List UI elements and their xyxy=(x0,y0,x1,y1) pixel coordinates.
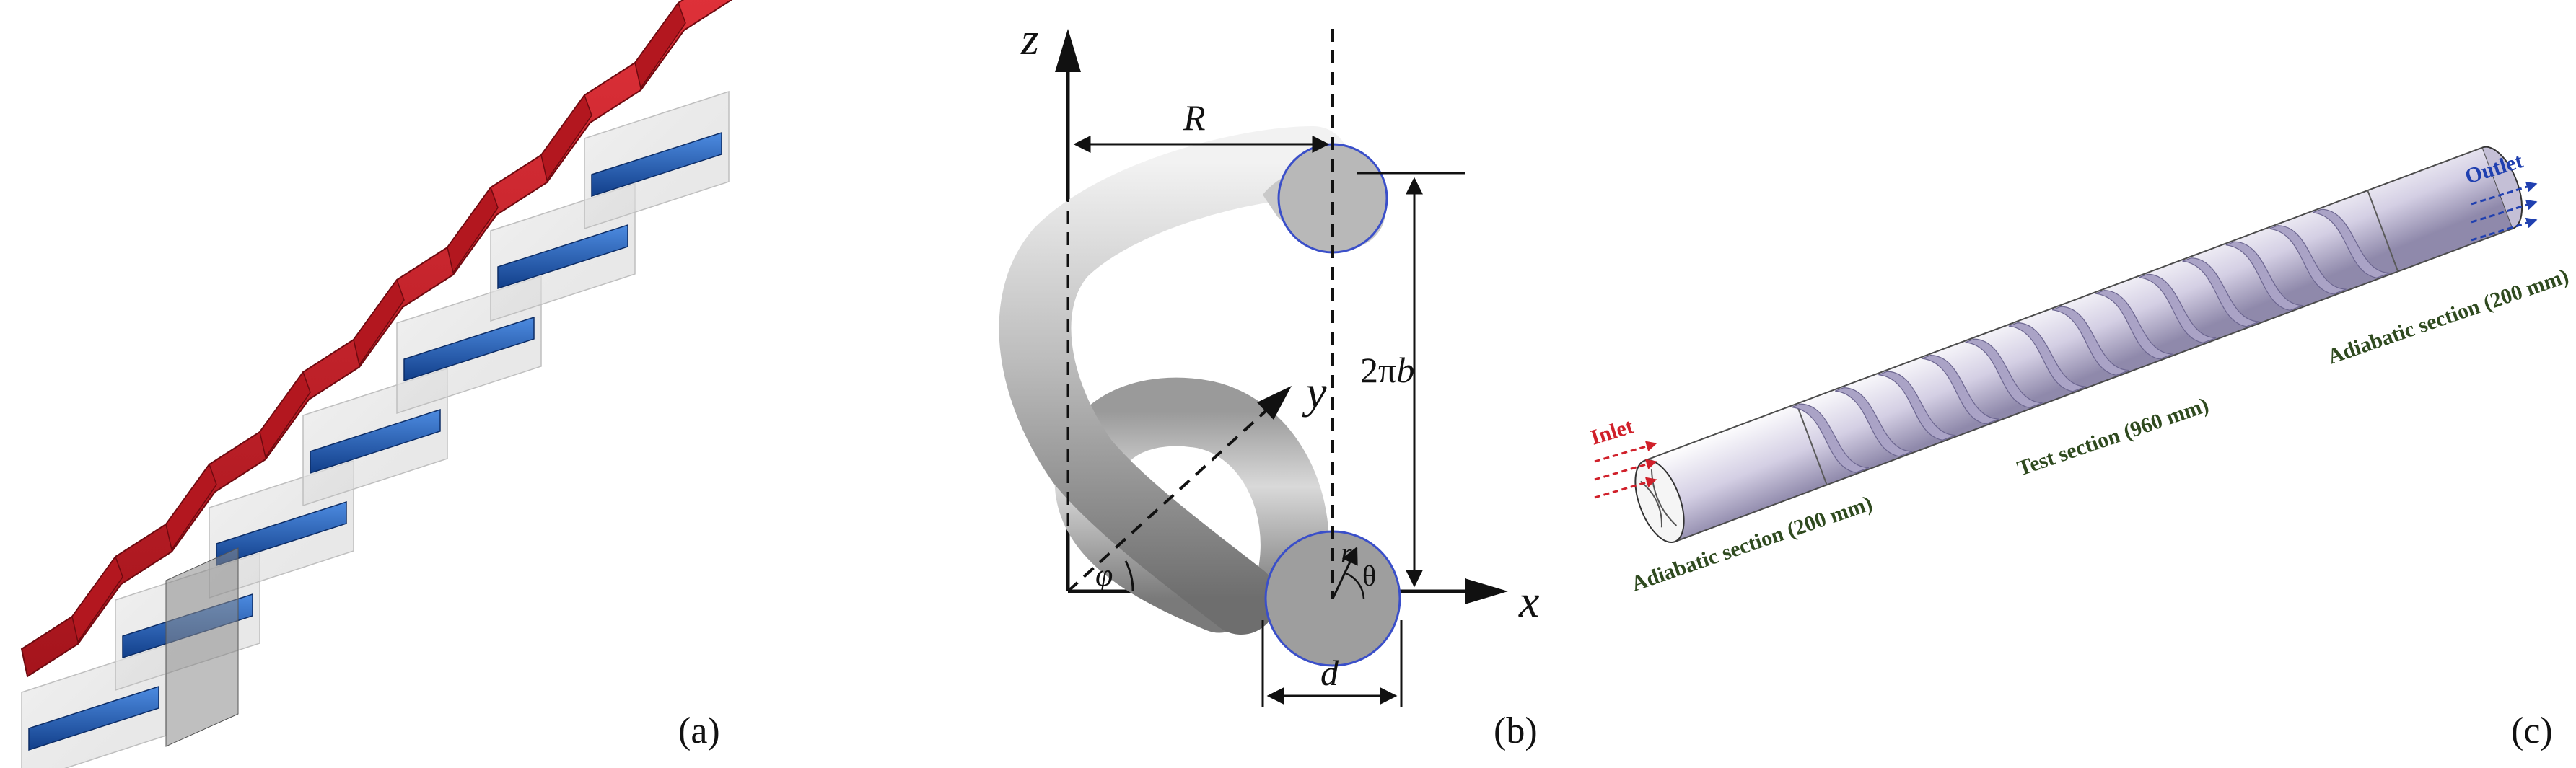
inlet-label: Inlet xyxy=(1587,415,1636,450)
red-zigzag-crest xyxy=(165,463,217,551)
panel-c-label: (c) xyxy=(2511,710,2553,751)
twisted-tape xyxy=(1791,208,2391,473)
red-zigzag-crest xyxy=(353,278,405,366)
y-axis-arrow xyxy=(1257,386,1292,420)
red-zigzag-crest xyxy=(259,371,311,459)
z-axis-label: z xyxy=(1020,13,1039,64)
section-boundary-1 xyxy=(1795,403,1828,485)
inlet-cap-detail xyxy=(1640,469,1678,528)
zigzag-stack xyxy=(20,0,733,768)
x-axis-label: x xyxy=(1518,575,1539,627)
twist-groove xyxy=(2008,322,2086,392)
red-zigzag-crest xyxy=(634,1,686,89)
panel-b: z x R 2πb d y φ r θ (b) xyxy=(743,0,1559,768)
x-axis-arrow xyxy=(1465,578,1508,604)
diameter-label: d xyxy=(1320,653,1339,693)
twist-groove xyxy=(2051,306,2130,376)
test-section-label: Test section (960 mm) xyxy=(2015,393,2212,481)
panel-a-label: (a) xyxy=(678,710,720,751)
theta-arc xyxy=(1345,572,1365,599)
twist-groove xyxy=(2312,208,2391,278)
twist-groove xyxy=(1922,355,1999,425)
red-zigzag-crest xyxy=(71,555,123,643)
twist-groove xyxy=(1791,403,1870,473)
twist-groove xyxy=(2095,290,2173,360)
twist-groove xyxy=(2225,241,2303,311)
twist-groove xyxy=(2269,225,2347,295)
blue-channel-segment xyxy=(591,131,722,198)
tube-assembly xyxy=(1634,146,2523,544)
inlet-arrows xyxy=(1594,441,1657,499)
pitch-label: 2πb xyxy=(1360,350,1414,390)
blue-channel-segment xyxy=(403,316,535,382)
z-axis-arrow xyxy=(1055,29,1081,72)
y-axis-label: y xyxy=(1302,366,1327,418)
twisted-tube-illustration: Inlet Outlet Adiabatic section (200 mm) … xyxy=(1587,146,2572,751)
phi-label: φ xyxy=(1095,557,1113,593)
twist-groove xyxy=(2182,257,2260,327)
twist-groove xyxy=(1878,371,1956,441)
cut-plane xyxy=(165,547,239,747)
panel-c: Inlet Outlet Adiabatic section (200 mm) … xyxy=(1559,0,2576,768)
theta-label: θ xyxy=(1362,560,1376,592)
panel-b-label: (b) xyxy=(1494,710,1538,751)
radius-label: R xyxy=(1183,97,1206,138)
outlet-arrows xyxy=(2471,181,2538,242)
r-label: r xyxy=(1341,537,1352,569)
red-zigzag-crest xyxy=(447,186,499,274)
red-zigzag-crest xyxy=(540,94,592,182)
panel-a: (a) xyxy=(0,0,743,768)
twist-groove xyxy=(2139,273,2217,343)
outlet-cap xyxy=(2482,146,2523,229)
twist-groove xyxy=(1965,338,2043,408)
blue-channel-segment xyxy=(310,408,441,475)
helix-geometry-diagram: z x R 2πb d y φ r θ (b) xyxy=(999,13,1539,751)
section-boundary-2 xyxy=(2367,190,2399,272)
r-vector xyxy=(1331,546,1358,599)
zigzag-channel-illustration: (a) xyxy=(20,0,733,768)
blue-channel-segment xyxy=(28,685,159,751)
y-axis xyxy=(1066,402,1275,593)
phi-arc xyxy=(1124,560,1134,592)
twist-groove xyxy=(1835,387,1913,457)
blue-channel-segment xyxy=(497,224,628,290)
